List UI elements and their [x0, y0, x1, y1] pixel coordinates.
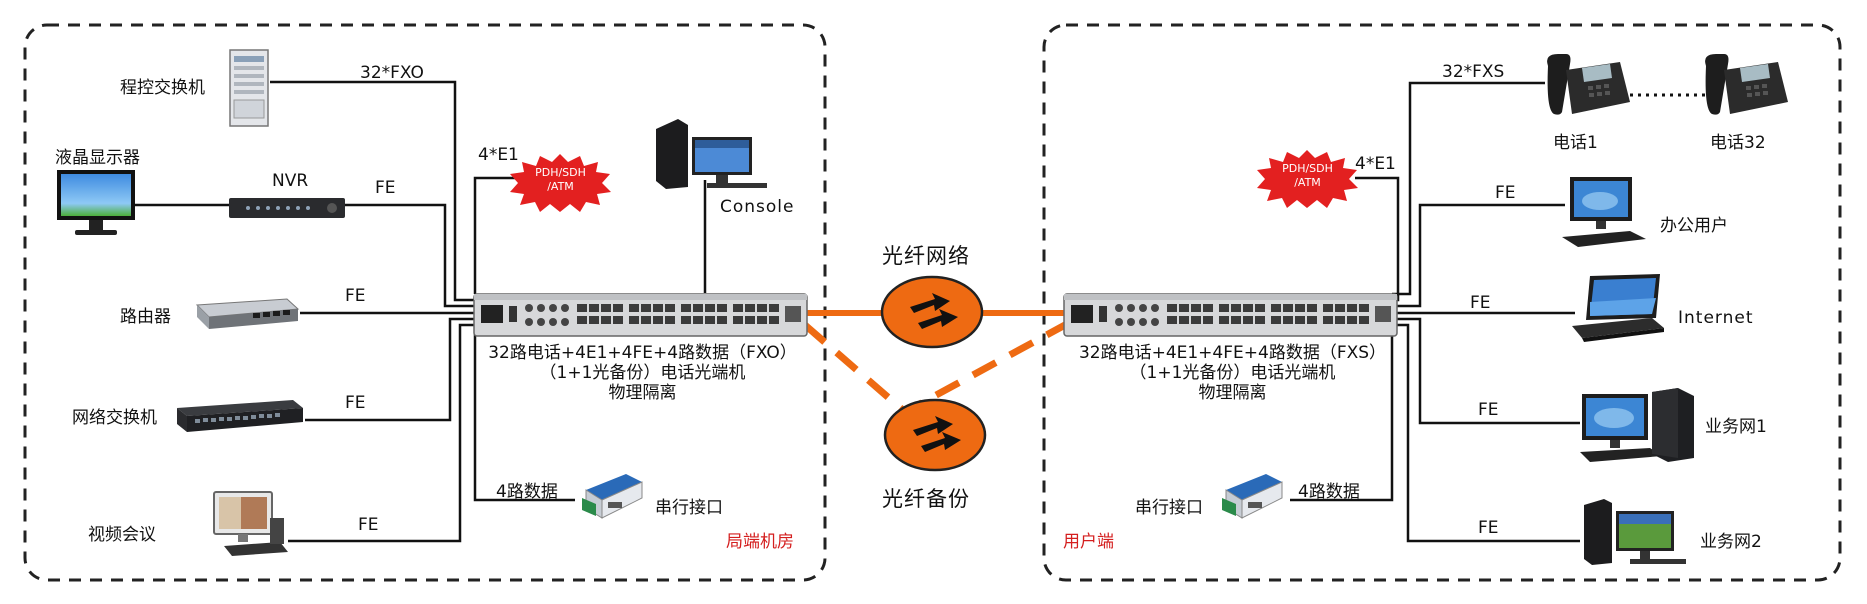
- fiber-backup-icon: [883, 398, 988, 473]
- switch-label: 网络交换机: [72, 408, 157, 428]
- office-pc-icon: [1560, 175, 1650, 250]
- left-caption-line2: （1+1光备份）电话光端机: [539, 363, 746, 383]
- fxs-link-label: 32*FXS: [1442, 62, 1505, 82]
- fiber-main-label: 光纤网络: [882, 244, 970, 268]
- pbx-cabinet-icon: [228, 48, 270, 128]
- fe-switch-label: FE: [345, 393, 366, 413]
- console-pc-icon: [652, 115, 772, 190]
- fe-internet-label: FE: [1470, 293, 1491, 313]
- left-burst-line2: /ATM: [547, 180, 574, 193]
- right-zone-label: 用户端: [1063, 532, 1114, 552]
- right-device-caption: 32路电话+4E1+4FE+4路数据（FXS） （1+1光备份）电话光端机 物理…: [1060, 343, 1405, 403]
- right-optical-terminal: [1063, 290, 1398, 340]
- fe-router-label: FE: [345, 286, 366, 306]
- wire-e1-left: [473, 176, 520, 294]
- right-pdh-burst: PDH/SDH /ATM: [1255, 148, 1360, 210]
- console-label: Console: [720, 197, 795, 217]
- right-caption-line3: 物理隔离: [1198, 383, 1267, 403]
- left-optical-terminal: [473, 290, 808, 340]
- fe-nvr-label: FE: [375, 178, 396, 198]
- wire-video: [288, 323, 475, 543]
- phone32-label: 电话32: [1710, 133, 1766, 153]
- right-data-link-label: 4路数据: [1298, 482, 1360, 502]
- left-serial-label: 串行接口: [655, 498, 723, 518]
- phone1-label: 电话1: [1553, 133, 1598, 153]
- router-label: 路由器: [120, 307, 171, 327]
- right-serial-label: 串行接口: [1135, 498, 1203, 518]
- lcd-label: 液晶显示器: [55, 148, 140, 168]
- fe-office-label: FE: [1495, 183, 1516, 203]
- biz1-pc-icon: [1578, 386, 1698, 464]
- biz2-label: 业务网2: [1700, 532, 1762, 552]
- phone1-icon: [1542, 50, 1632, 118]
- right-burst-line2: /ATM: [1294, 176, 1321, 189]
- wire-office: [1392, 203, 1565, 308]
- right-zone-border: [1042, 23, 1842, 582]
- wire-nvr: [345, 203, 475, 308]
- fiber-backup-label: 光纤备份: [882, 487, 970, 511]
- wire-e1-right: [1355, 176, 1400, 302]
- router-icon: [195, 295, 300, 331]
- left-caption-line1: 32路电话+4E1+4FE+4路数据（FXO）: [488, 343, 797, 363]
- left-serial-converter-icon: [578, 470, 648, 525]
- left-zone-label: 局端机房: [726, 532, 794, 552]
- network-switch-icon: [175, 398, 305, 436]
- right-caption-line1: 32路电话+4E1+4FE+4路数据（FXS）: [1078, 343, 1387, 363]
- wire-pbx: [270, 80, 475, 302]
- wire-serial-right: [1290, 330, 1394, 502]
- nvr-icon: [228, 195, 346, 221]
- wire-serial-left: [473, 330, 575, 502]
- video-conference-icon: [210, 488, 290, 560]
- fxo-link-label: 32*FXO: [360, 63, 424, 83]
- fe-biz1-label: FE: [1478, 400, 1499, 420]
- wire-biz1: [1392, 317, 1580, 425]
- wire-biz2: [1392, 323, 1580, 543]
- right-serial-converter-icon: [1218, 470, 1288, 525]
- right-burst-line1: PDH/SDH: [1282, 162, 1333, 175]
- phone32-icon: [1700, 50, 1790, 118]
- internet-label: Internet: [1678, 308, 1754, 328]
- left-e1-label: 4*E1: [478, 145, 519, 165]
- biz1-label: 业务网1: [1705, 417, 1767, 437]
- fe-video-label: FE: [358, 515, 379, 535]
- left-device-caption: 32路电话+4E1+4FE+4路数据（FXO） （1+1光备份）电话光端机 物理…: [470, 343, 815, 403]
- office-label: 办公用户: [1660, 216, 1728, 236]
- left-zone-border: [23, 23, 827, 582]
- fiber-main-icon: [880, 275, 985, 350]
- left-caption-line3: 物理隔离: [608, 383, 677, 403]
- nvr-label: NVR: [272, 171, 309, 191]
- right-caption-line2: （1+1光备份）电话光端机: [1129, 363, 1336, 383]
- wire-switch: [305, 317, 475, 422]
- right-e1-label: 4*E1: [1355, 154, 1396, 174]
- lcd-monitor-icon: [55, 168, 137, 238]
- pbx-label: 程控交换机: [120, 78, 205, 98]
- internet-laptop-icon: [1568, 272, 1666, 342]
- left-burst-line1: PDH/SDH: [535, 166, 586, 179]
- biz2-pc-icon: [1580, 495, 1690, 567]
- wire-phones: [1392, 81, 1545, 296]
- left-data-link-label: 4路数据: [496, 482, 558, 502]
- fe-biz2-label: FE: [1478, 518, 1499, 538]
- left-pdh-burst: PDH/SDH /ATM: [508, 152, 613, 214]
- video-label: 视频会议: [88, 525, 156, 545]
